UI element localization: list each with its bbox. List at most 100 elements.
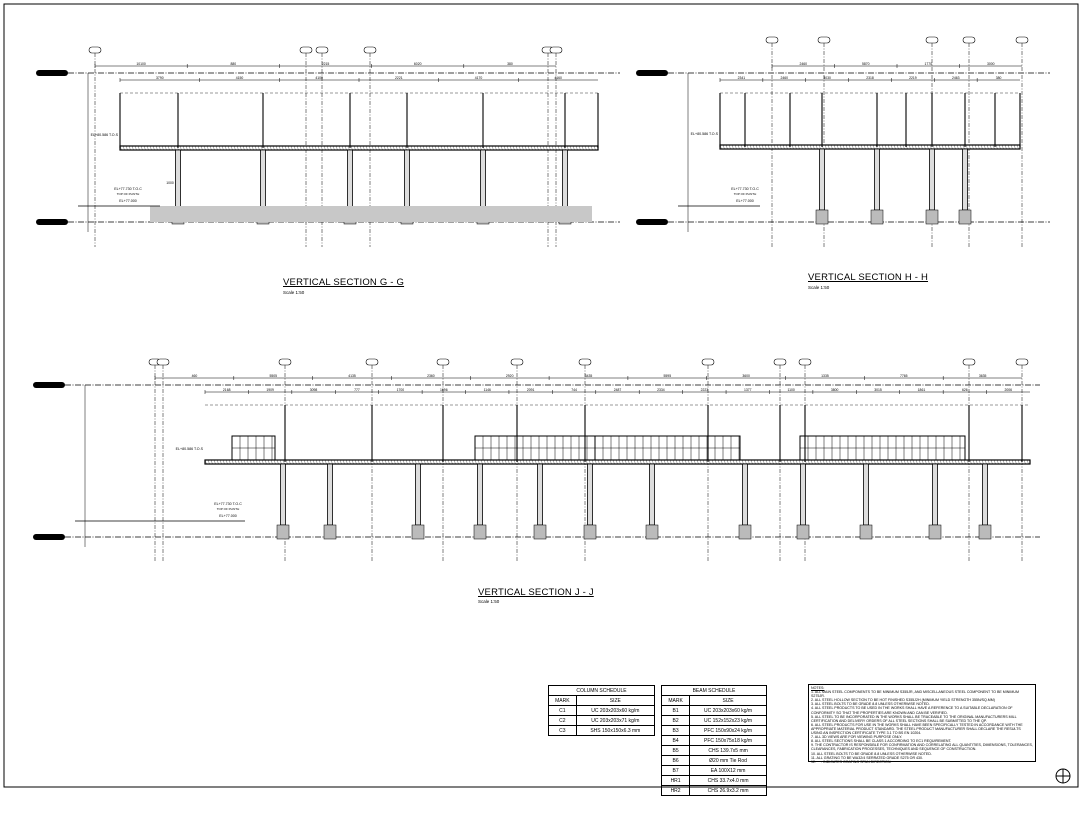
column-schedule-size: UC 203x203x60 kg/m [575, 705, 656, 716]
grating-hatch [434, 145, 437, 151]
grating-hatch [957, 459, 960, 465]
steel-column [480, 149, 486, 211]
column-plinth [859, 524, 873, 540]
grating-hatch [1023, 459, 1026, 465]
column-plinth [533, 524, 547, 540]
grating-hatch [470, 145, 473, 151]
steel-column [477, 463, 483, 526]
dimension-text: 2221 [395, 76, 403, 80]
note-item: 11. ALL GRATING TO BE WA32/4 SERRATED GR… [811, 755, 924, 760]
grating-hatch [609, 459, 612, 465]
grating-hatch [302, 145, 305, 151]
grating-hatch [747, 459, 750, 465]
dimension-text: 744 [571, 388, 577, 392]
grating-hatch [420, 459, 423, 465]
grating-hatch [834, 459, 837, 465]
grating-hatch [411, 459, 414, 465]
grating-hatch [762, 459, 765, 465]
grating-hatch [515, 145, 518, 151]
grating-hatch [438, 459, 441, 465]
grating-hatch [231, 459, 234, 465]
grating-hatch [912, 459, 915, 465]
grating-hatch [294, 459, 297, 465]
grid-bubble [962, 36, 976, 44]
grating-hatch [929, 144, 932, 150]
grating-hatch [779, 144, 782, 150]
grating-hatch [122, 145, 125, 151]
grating-hatch [254, 145, 257, 151]
grating-hatch [237, 459, 240, 465]
grating-hatch [627, 459, 630, 465]
grating-hatch [902, 144, 905, 150]
steel-column [962, 148, 968, 211]
grating-hatch [221, 145, 224, 151]
dimension-text: 2920 [506, 374, 514, 378]
grating-hatch [341, 145, 344, 151]
grating-hatch [888, 459, 891, 465]
grating-hatch [543, 459, 546, 465]
grating-hatch [354, 459, 357, 465]
beam-schedule-mark: HR2 [660, 785, 691, 796]
grating-hatch [326, 145, 329, 151]
column-plinth [411, 524, 425, 540]
grating-hatch [756, 459, 759, 465]
grating-hatch [474, 459, 477, 465]
grating-hatch [645, 459, 648, 465]
grating-hatch [480, 459, 483, 465]
column-plinth [583, 524, 597, 540]
grating-hatch [429, 459, 432, 465]
grating-hatch [279, 459, 282, 465]
grating-hatch [371, 145, 374, 151]
dimension-text: 4135 [348, 374, 356, 378]
grating-hatch [699, 459, 702, 465]
grating-hatch [243, 459, 246, 465]
grid-bubble [798, 358, 812, 366]
grating-hatch [125, 145, 128, 151]
column-plinth [276, 524, 290, 540]
grating-hatch [504, 459, 507, 465]
level-label-toc: EL+77.730 T.O.C [114, 187, 142, 191]
grating-hatch [533, 145, 536, 151]
grating-hatch [630, 459, 633, 465]
deck-beam [719, 144, 1021, 150]
grating-hatch [954, 459, 957, 465]
grating-hatch [408, 459, 411, 465]
grating-hatch [236, 145, 239, 151]
grating-hatch [300, 459, 303, 465]
grating-hatch [1005, 459, 1008, 465]
grating-hatch [753, 459, 756, 465]
dimension-text: 2341 [738, 76, 746, 80]
grating-hatch [767, 144, 770, 150]
grating-hatch [536, 145, 539, 151]
dimension-text: 5870 [862, 62, 870, 66]
grating-hatch [318, 459, 321, 465]
grating-hatch [540, 459, 543, 465]
grating-hatch [227, 145, 230, 151]
grating-hatch [146, 145, 149, 151]
grating-hatch [455, 145, 458, 151]
grating-hatch [456, 459, 459, 465]
grating-hatch [944, 144, 947, 150]
grating-hatch [734, 144, 737, 150]
grating-hatch [402, 459, 405, 465]
grating-hatch [594, 459, 597, 465]
grating-hatch [483, 459, 486, 465]
level-label-tos: EL+80.586 T.O.S [176, 447, 204, 451]
grating-hatch [260, 145, 263, 151]
grating-hatch [1016, 144, 1019, 150]
grating-hatch [219, 459, 222, 465]
grating-hatch [666, 459, 669, 465]
grating-hatch [545, 145, 548, 151]
grating-hatch [428, 145, 431, 151]
grating-hatch [134, 145, 137, 151]
note-item: 2. ALL STEEL HOLLOW SECTION TO BE HOT FI… [811, 698, 995, 703]
grating-hatch [350, 145, 353, 151]
steel-column [863, 463, 869, 526]
grating-hatch [309, 459, 312, 465]
column-plinth [473, 524, 487, 540]
level-marker [33, 382, 65, 388]
grating-hatch [528, 459, 531, 465]
note-item: 4. ALL STEEL PRODUCTS TO BE USED IN THE … [811, 706, 1013, 715]
grating-hatch [572, 145, 575, 151]
